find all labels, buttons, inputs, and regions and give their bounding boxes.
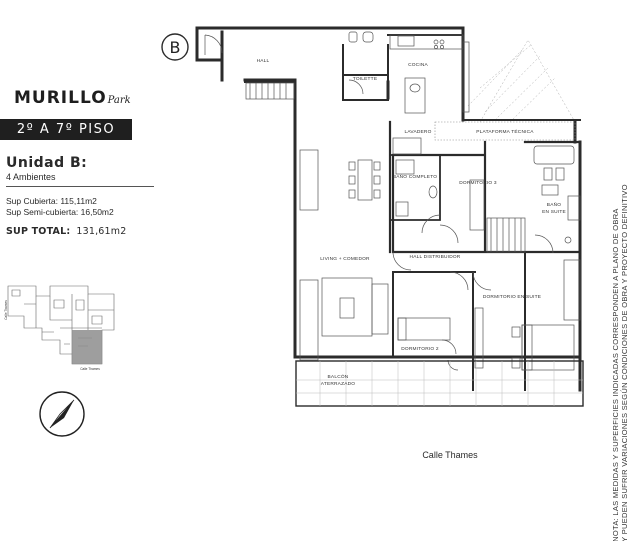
room-label-dormitorio2: DORMITORIO 2 xyxy=(401,346,439,352)
street-label: Calle Thames xyxy=(422,450,478,460)
plataforma-tecnica xyxy=(434,121,576,141)
room-label-dormitorio-suite: DORMITORIO EN SUITE xyxy=(483,294,541,300)
room-label-living: LIVING + COMEDOR xyxy=(320,256,370,262)
sup-semicubierta: Sup Semi-cubierta: 16,50m2 xyxy=(6,207,114,217)
toilette-fixtures xyxy=(348,31,374,95)
bano-completo-fixtures xyxy=(395,159,441,234)
room-label-toilette: TOILETTE xyxy=(353,76,377,82)
room-label-cocina: COCINA xyxy=(408,62,428,68)
legal-note-line1: NOTA: LAS MEDIDAS Y SUPERFICIES INDICADA… xyxy=(611,207,620,541)
room-label-dormitorio3: DORMITORIO 3 xyxy=(459,180,497,186)
entry-door xyxy=(204,34,295,100)
unit-title: Unidad B: xyxy=(6,155,88,171)
legal-note-line2: Y PUEDEN SUFRIR VARIACIONES SEGÚN CONDIC… xyxy=(620,183,629,541)
key-plan-unit-highlight xyxy=(72,330,102,364)
balcon-terrace xyxy=(295,360,584,407)
living-furniture xyxy=(299,149,389,361)
bano-suite-fixtures xyxy=(533,145,581,254)
hall-distribuidor-doors xyxy=(392,217,526,291)
legal-note: NOTA: LAS MEDIDAS Y SUPERFICIES INDICADA… xyxy=(610,184,630,541)
brand-name: MURILLO xyxy=(14,88,107,108)
unit-letter: B xyxy=(170,38,181,57)
floor-banner: 2º A 7º PISO xyxy=(0,119,132,140)
floor-plan: B xyxy=(161,26,584,407)
sup-cubierta: Sup Cubierta: 115,11m2 xyxy=(6,196,97,206)
key-plan-street-bottom: Calle Thames xyxy=(80,367,100,371)
room-label-bano-completo: BAÑO COMPLETO xyxy=(393,173,437,180)
room-label-hall-distribuidor: HALL DISTRIBUIDOR xyxy=(410,254,461,260)
plataforma-roof xyxy=(467,39,576,123)
room-label-hall: HALL xyxy=(257,58,270,64)
key-plan-street-side: Calle Thames xyxy=(4,300,8,320)
unit-rooms: 4 Ambientes xyxy=(6,172,56,182)
legal-note-text: NOTA: LAS MEDIDAS Y SUPERFICIES INDICADA… xyxy=(611,184,629,541)
sup-total: SUP TOTAL: 131,61m2 xyxy=(6,226,126,237)
room-label-plataforma: PLATAFORMA TÉCNICA xyxy=(476,128,534,135)
key-plan: Calle Thames Calle Thames xyxy=(4,285,115,371)
room-label-lavadero: LAVADERO xyxy=(404,129,431,135)
brand-logo: MURILLOPark xyxy=(14,88,131,108)
brand-script: Park xyxy=(107,95,131,106)
unit-badge: B xyxy=(161,33,189,61)
room-label-bano-suite-2: EN SUITE xyxy=(542,209,566,215)
room-label-balcon-2: ATERRAZADO xyxy=(321,381,355,387)
sup-total-label: SUP TOTAL: xyxy=(6,226,71,237)
exterior-walls xyxy=(195,26,582,392)
north-arrow-icon xyxy=(39,391,85,437)
dormitorio3-furniture xyxy=(439,179,485,244)
sup-total-value: 131,61m2 xyxy=(76,226,127,237)
room-label-balcon-1: BALCÓN xyxy=(328,373,349,380)
unit-divider xyxy=(6,186,154,187)
room-label-bano-suite-1: BAÑO xyxy=(547,201,561,208)
dormitorio2-furniture xyxy=(397,317,459,371)
suite-bed xyxy=(474,259,581,371)
kitchen-fixtures xyxy=(389,34,470,155)
